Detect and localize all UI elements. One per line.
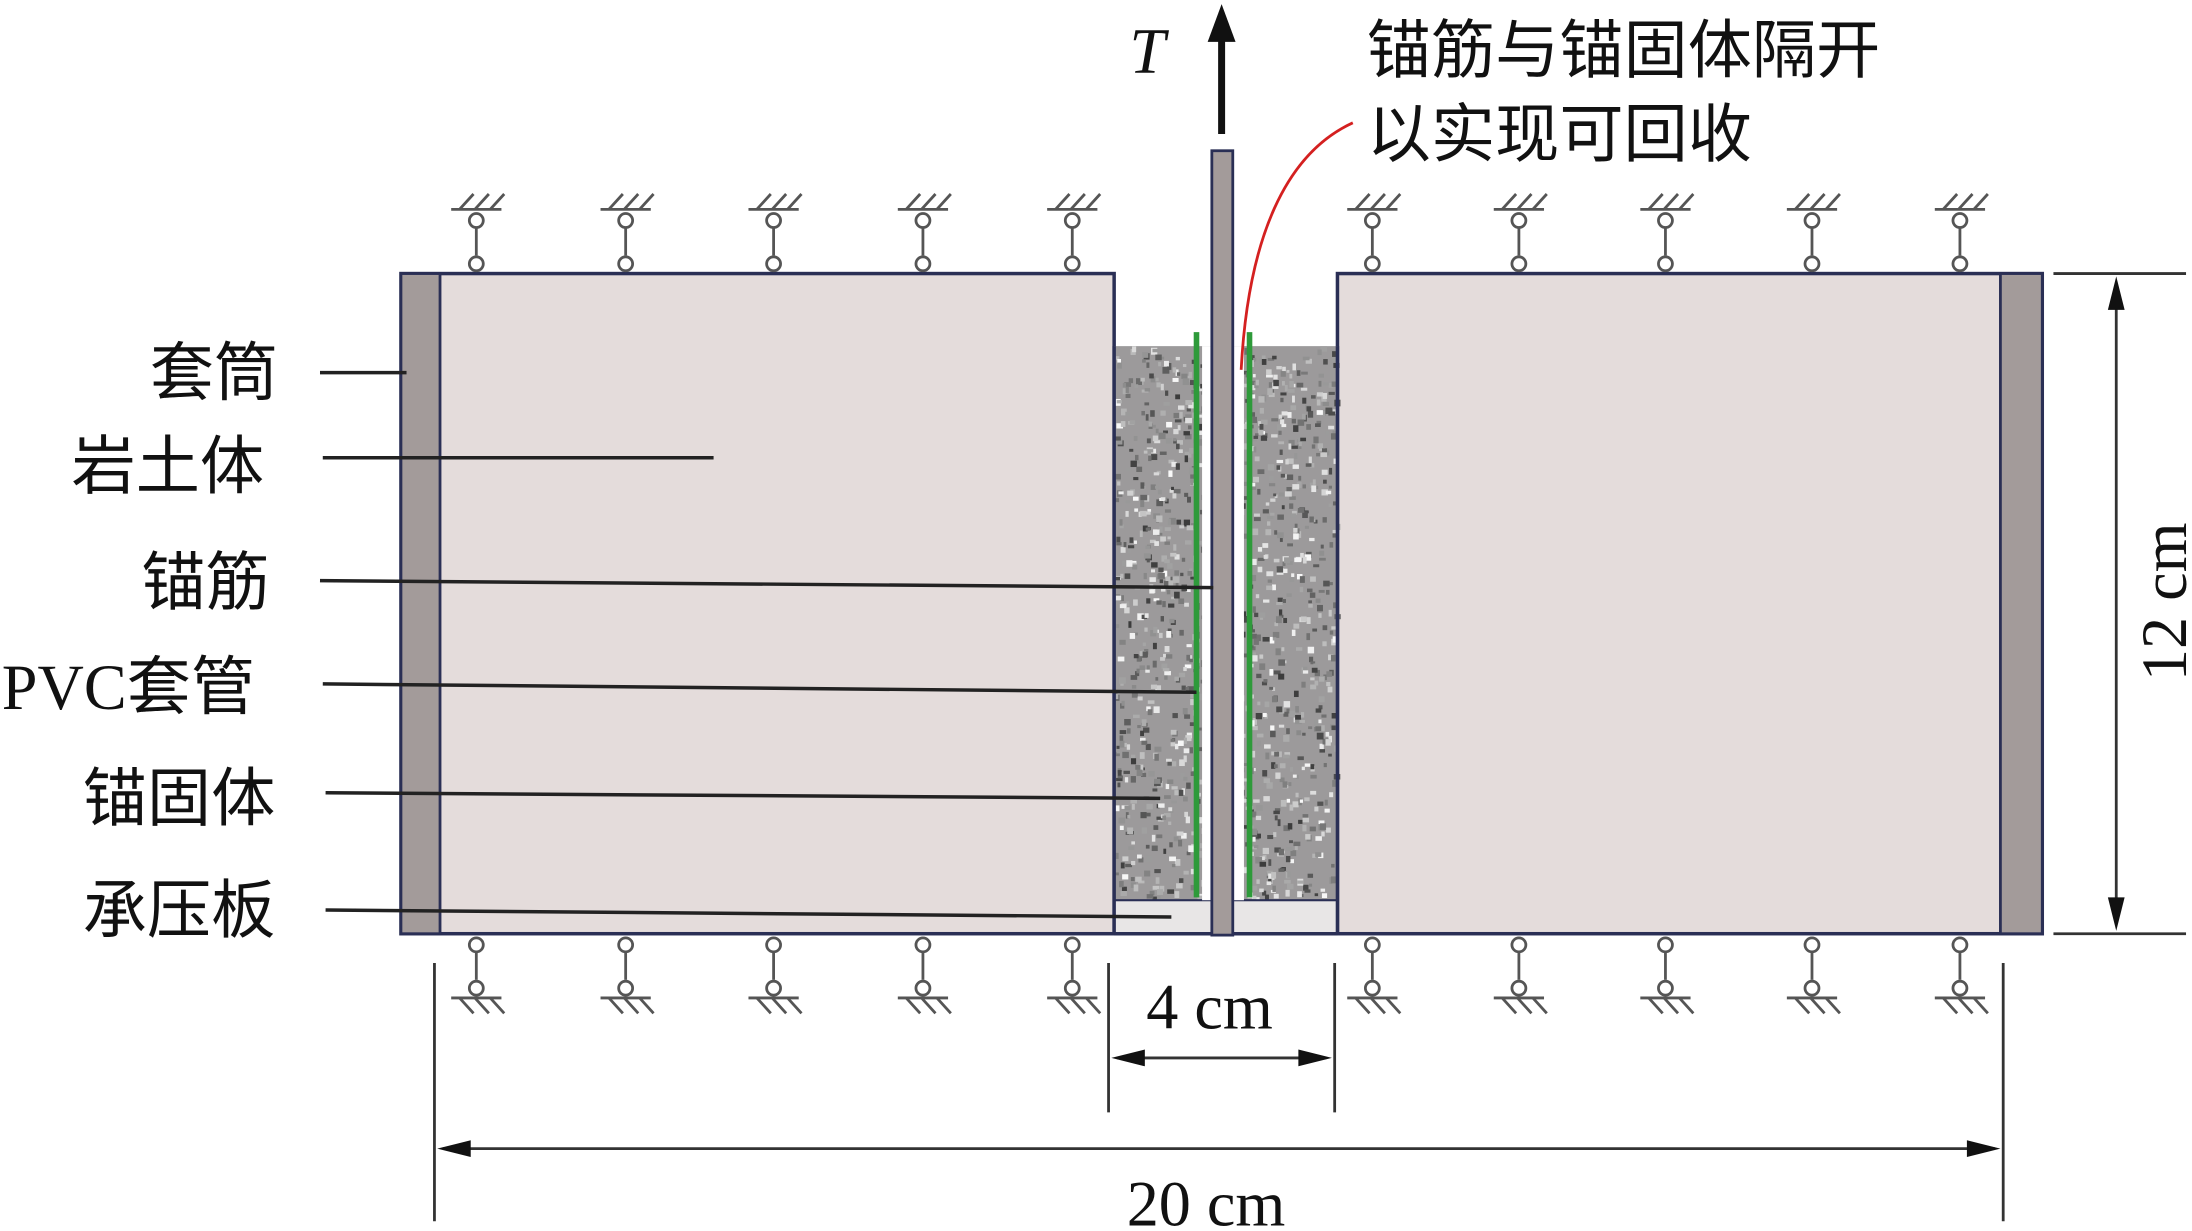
roller-support-icon — [600, 193, 655, 273]
roller-support-icon — [748, 193, 803, 273]
roller-support-icon — [1640, 193, 1695, 273]
label-pvc: PVC套管 — [2, 652, 255, 723]
roller-support-icon — [1934, 193, 1989, 273]
roller-support-icon — [897, 936, 952, 1015]
right-sleeve — [1999, 272, 2044, 936]
roller-support-icon — [1347, 193, 1402, 273]
force-label: T — [1129, 16, 1169, 87]
roller-support-icon — [1047, 193, 1102, 273]
roller-support-icon — [1493, 936, 1548, 1015]
roller-support-icon — [1640, 936, 1695, 1015]
callout-line — [1239, 121, 1354, 370]
boundary-supports — [451, 193, 1989, 1015]
callout-line1: 锚筋与锚固体隔开 — [1367, 14, 1881, 89]
roller-support-icon — [600, 936, 655, 1015]
label-plate: 承压板 — [83, 873, 276, 948]
dim-hole-width: 4 cm — [1146, 972, 1273, 1043]
callout-line2: 以实现可回收 — [1367, 97, 1752, 172]
roller-support-icon — [1493, 193, 1548, 273]
anchor-rod — [1210, 149, 1235, 937]
roller-support-icon — [1047, 936, 1102, 1015]
dim-height: 12 cm — [2129, 522, 2192, 681]
roller-support-icon — [1786, 936, 1841, 1015]
dim-total-width: 20 cm — [1127, 1168, 1286, 1231]
roller-support-icon — [451, 936, 506, 1015]
label-soil: 岩土体 — [72, 429, 265, 504]
roller-support-icon — [748, 936, 803, 1015]
label-rod: 锚筋 — [141, 545, 269, 620]
roller-support-icon — [1934, 936, 1989, 1015]
roller-support-icon — [451, 193, 506, 273]
label-grout: 锚固体 — [83, 762, 276, 837]
roller-support-icon — [1786, 193, 1841, 273]
label-sleeve: 套筒 — [150, 336, 278, 411]
arrow-head-icon — [1207, 4, 1236, 42]
roller-support-icon — [897, 193, 952, 273]
left-soil-block — [399, 271, 1116, 936]
roller-support-icon — [1347, 936, 1402, 1015]
left-sleeve — [399, 272, 442, 936]
right-soil-block — [1335, 271, 2045, 936]
